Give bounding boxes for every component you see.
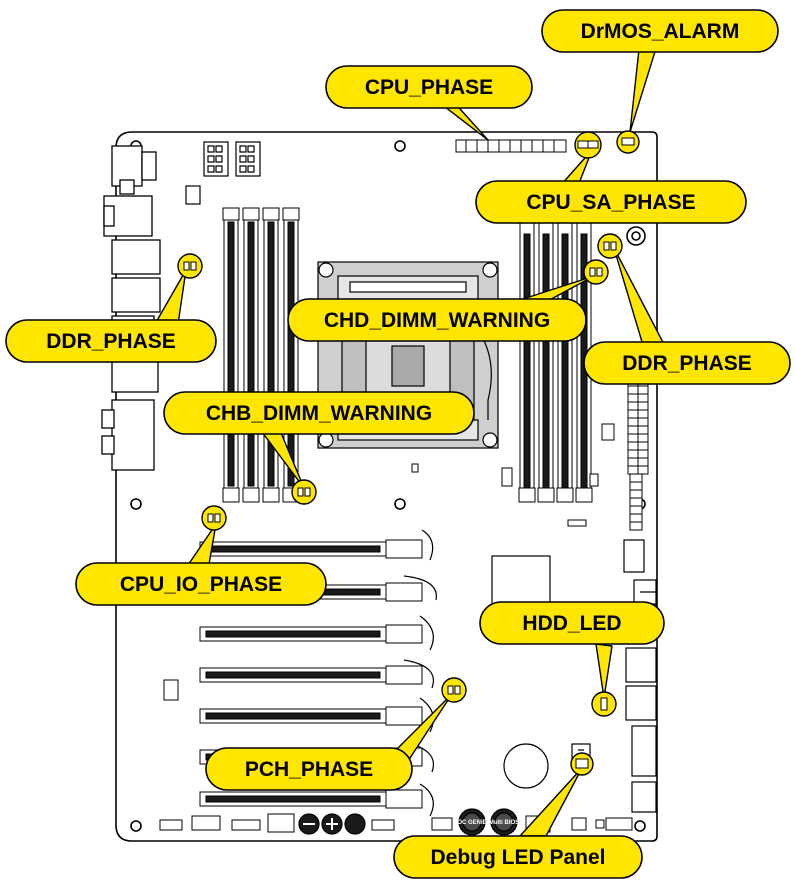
- cpu-sa-phase-led: [574, 131, 602, 159]
- drmos-alarm-bubble: [541, 9, 779, 53]
- drmos-alarm-led: [616, 130, 640, 154]
- ddr-phase-right-bubble: [583, 341, 791, 385]
- ddr-phase-left-led: [177, 253, 203, 279]
- chb-dimm-warning-label: CHB_DIMM_WARNING: [206, 402, 432, 425]
- led-markers: [177, 130, 640, 776]
- cpu-io-phase-led: [201, 505, 227, 531]
- chb-dimm-warning-led: [291, 479, 317, 505]
- debug-led-panel-marker: [570, 752, 594, 776]
- cpu-sa-phase-label: CPU_SA_PHASE: [526, 191, 695, 214]
- chd-dimm-warning-label: CHD_DIMM_WARNING: [324, 309, 550, 332]
- atx-24pin-connector: [627, 377, 649, 531]
- debug-led-panel-label: Debug LED Panel: [430, 846, 605, 869]
- small-headers: [163, 423, 615, 701]
- chd-dimm-warning-led: [583, 259, 609, 285]
- cpu-phase-label: CPU_PHASE: [365, 76, 493, 99]
- pch-phase-led: [441, 677, 467, 703]
- callout-labels: DrMOS_ALARM CPU_PHASE CPU_SA_PHASE DDR_P…: [46, 20, 752, 869]
- pch-phase-bubble: [205, 747, 413, 791]
- onboard-buttons: OC GENIE Multi BIOS: [298, 808, 519, 836]
- ddr-phase-left-label: DDR_PHASE: [46, 330, 176, 353]
- bottom-headers: [159, 813, 633, 833]
- cpu-phase-bubble: [325, 65, 533, 109]
- ddr-phase-right-led: [597, 233, 623, 259]
- callout-bubbles: [5, 9, 791, 879]
- oc-genie-button-label: OC GENIE: [457, 820, 486, 826]
- motherboard-outline: [115, 131, 658, 842]
- cpu-sa-phase-bubble: [475, 180, 747, 224]
- debug-led-panel-bubble: [393, 835, 643, 879]
- cpu-io-phase-bubble: [75, 562, 327, 606]
- dimm-slots-right: [518, 221, 593, 503]
- cpu-io-phase-label: CPU_IO_PHASE: [120, 573, 282, 596]
- chb-dimm-warning-bubble: [163, 391, 475, 435]
- ddr-phase-right-label: DDR_PHASE: [622, 352, 752, 375]
- callout-leaders: [154, 39, 669, 837]
- hdd-led: [591, 691, 617, 717]
- hdd-led-bubble: [479, 601, 665, 645]
- pch-phase-label: PCH_PHASE: [245, 758, 373, 781]
- chd-dimm-warning-bubble: [287, 298, 587, 342]
- hdd-led-label: HDD_LED: [522, 612, 621, 635]
- ddr-phase-left-bubble: [5, 319, 217, 363]
- drmos-alarm-label: DrMOS_ALARM: [581, 20, 740, 43]
- multi-bios-switch-label: Multi BIOS: [489, 820, 519, 826]
- cpu-power-connectors: [185, 141, 261, 205]
